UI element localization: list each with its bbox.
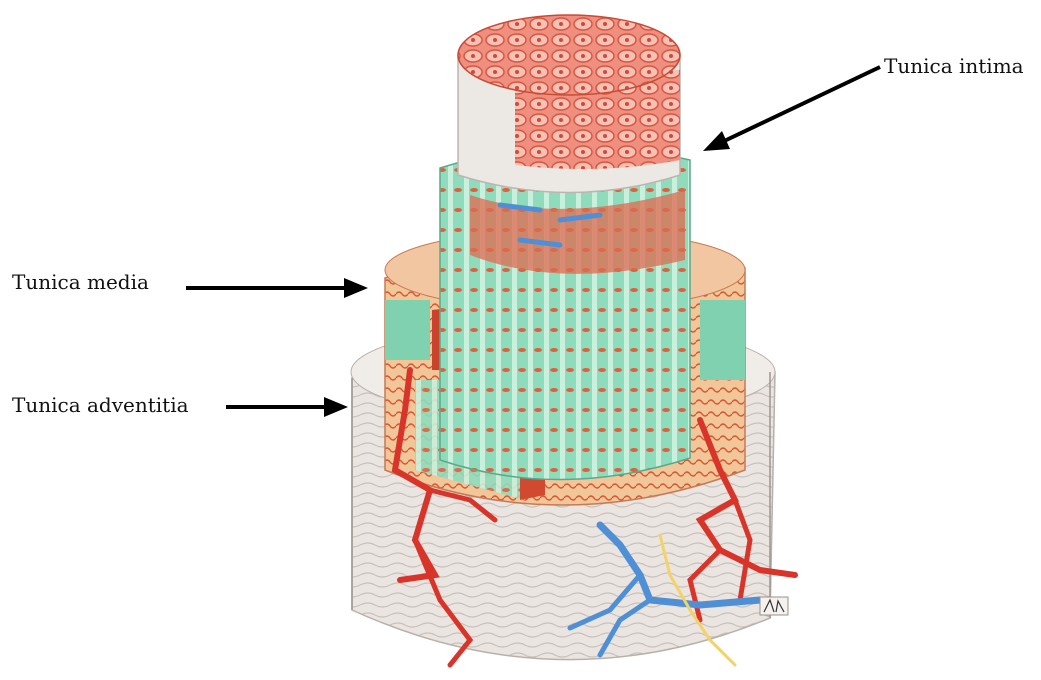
inner-media-band	[440, 147, 690, 480]
label-tunica-intima: Tunica intima	[884, 56, 1024, 76]
arrow-intima	[703, 67, 880, 151]
label-tunica-adventitia: Tunica adventitia	[12, 395, 189, 415]
label-tunica-media: Tunica media	[12, 272, 149, 292]
arrow-media	[186, 278, 368, 298]
tunica-intima-layer	[458, 15, 680, 193]
arrow-adventitia	[226, 397, 348, 417]
artist-signature	[760, 597, 788, 615]
